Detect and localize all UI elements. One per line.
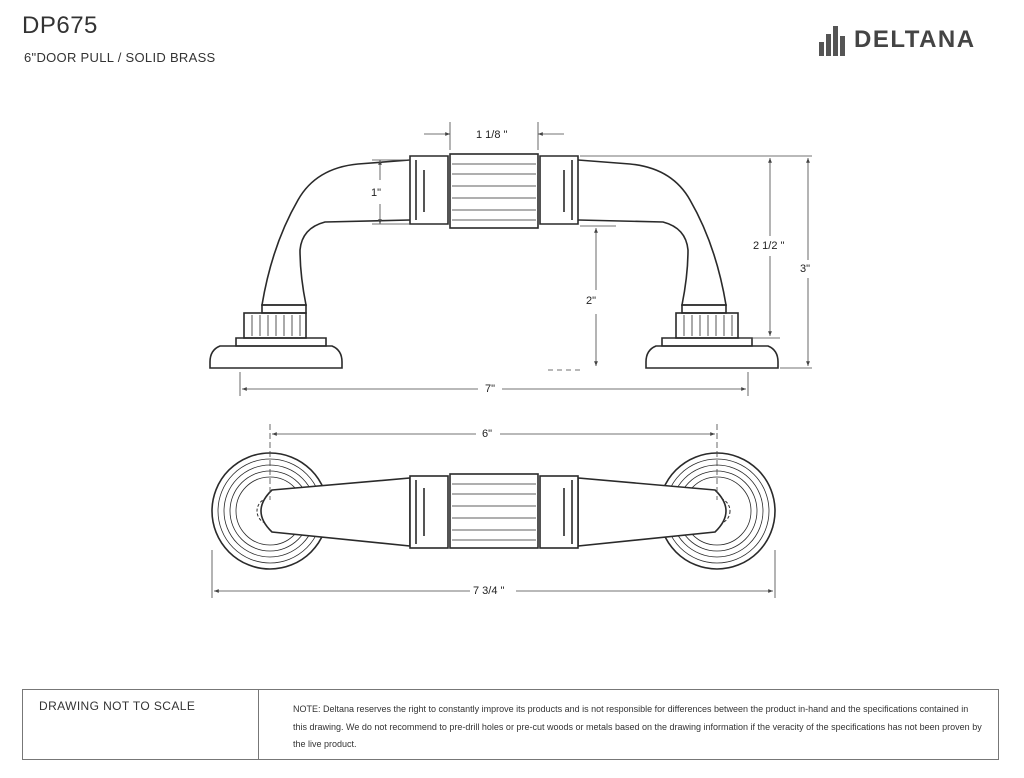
brand-name: DELTANA xyxy=(854,26,976,53)
brand-logo: DELTANA xyxy=(818,22,976,58)
dim-overall-length-top: 7 3/4 " xyxy=(473,585,505,597)
side-right-base xyxy=(645,304,779,369)
footer-box: DRAWING NOT TO SCALE NOTE: Deltana reser… xyxy=(22,689,999,760)
top-left-arm xyxy=(260,477,411,547)
side-view-dimensions xyxy=(239,122,812,396)
scale-note: DRAWING NOT TO SCALE xyxy=(23,690,259,759)
side-right-arm xyxy=(577,159,727,306)
dim-overall-height: 3" xyxy=(800,263,811,275)
side-left-arm xyxy=(261,159,411,306)
top-view-dimensions xyxy=(211,424,776,598)
side-view xyxy=(209,153,779,369)
page-title: DP675 xyxy=(22,12,98,39)
disclaimer-note: NOTE: Deltana reserves the right to cons… xyxy=(293,704,982,749)
dim-overall-length-side: 7" xyxy=(485,383,496,395)
side-left-base xyxy=(209,304,343,369)
dim-clearance: 2" xyxy=(586,295,597,307)
side-center-band xyxy=(449,153,539,229)
technical-drawing xyxy=(209,122,812,598)
top-view xyxy=(211,452,776,570)
deltana-logo-icon xyxy=(819,26,845,56)
top-right-arm xyxy=(577,477,727,547)
side-left-collar xyxy=(409,155,449,225)
dim-center-to-center: 6" xyxy=(482,428,493,440)
dim-center-width: 1 1/8 " xyxy=(476,129,508,141)
top-center-band xyxy=(449,473,539,549)
dim-grip-diameter: 1" xyxy=(371,187,382,199)
dim-inner-height: 2 1/2 " xyxy=(753,240,785,252)
page-subtitle: 6"DOOR PULL / SOLID BRASS xyxy=(24,50,216,65)
side-right-collar xyxy=(539,155,579,225)
